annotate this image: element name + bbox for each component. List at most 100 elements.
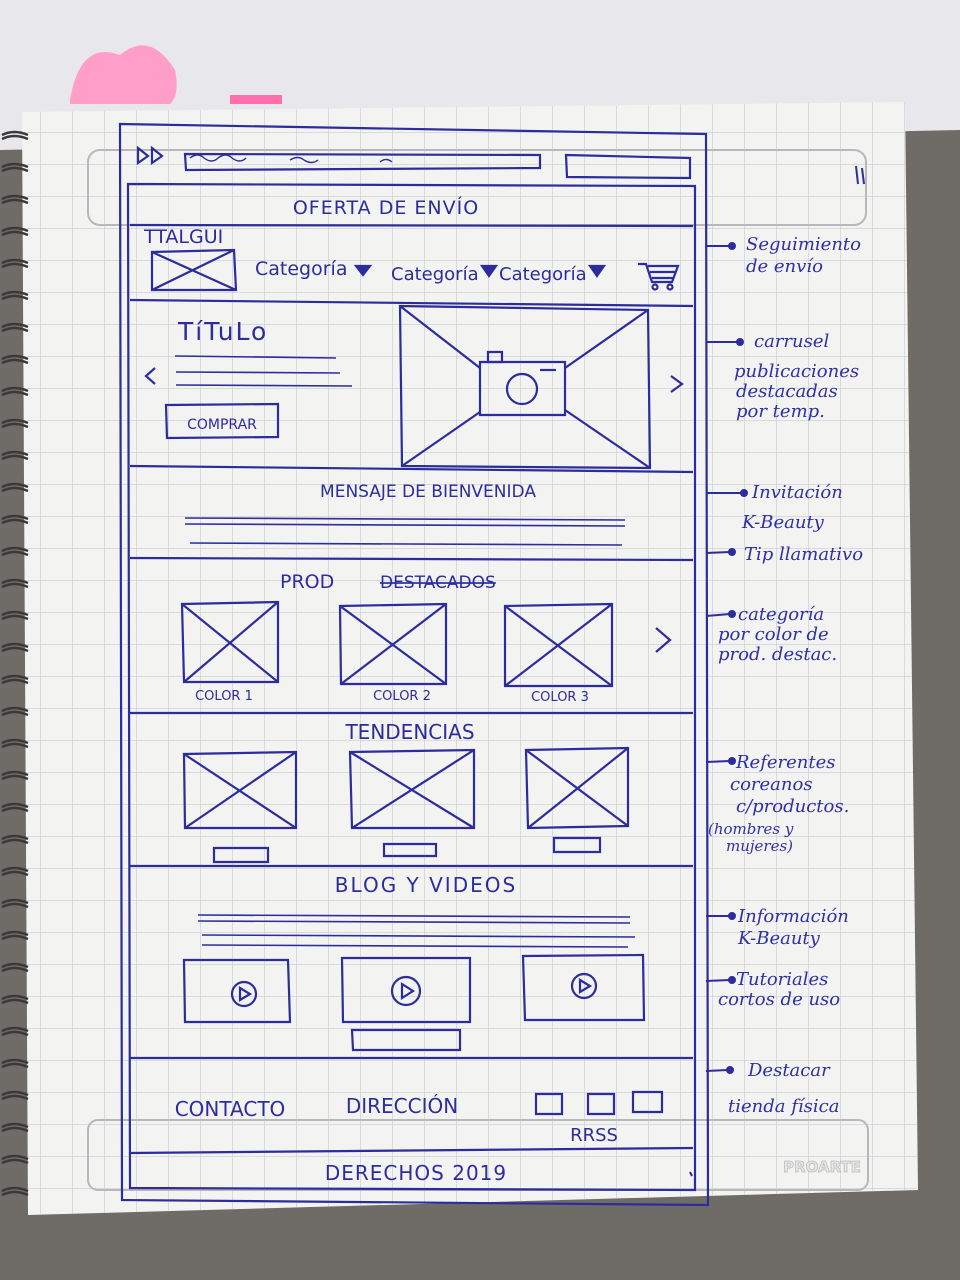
spiral-coil <box>1 706 29 717</box>
featured-heading: PROD <box>280 571 334 593</box>
logo-image-placeholder <box>150 248 238 292</box>
browser-search-box[interactable] <box>564 153 692 180</box>
buy-button-label[interactable]: COMPRAR <box>187 417 257 433</box>
video-2[interactable] <box>340 956 472 1052</box>
spiral-coil <box>1 514 29 525</box>
social-icon-3[interactable] <box>631 1090 664 1114</box>
spiral-coil <box>1 482 29 493</box>
corner-dot <box>689 1171 693 1177</box>
welcome-heading: MENSAJE DE BIENVENIDA <box>320 482 536 502</box>
corner-mark <box>855 165 865 185</box>
chevron-left-icon[interactable] <box>144 367 156 385</box>
annotation-5: categoría por color de prod. destac. <box>718 604 837 665</box>
annotation-9: Destacar tienda física <box>728 1060 839 1117</box>
spiral-coil <box>1 1122 29 1133</box>
spiral-coil <box>1 898 29 909</box>
dropdown-1-icon[interactable] <box>353 264 373 277</box>
featured-next-icon[interactable] <box>655 627 672 653</box>
footer-social-label: RRSS <box>570 1125 618 1146</box>
spiral-coil <box>1 610 29 621</box>
annotation-7: Información K-Beauty <box>737 906 855 949</box>
annotation-pointers <box>705 242 748 1074</box>
spiral-coil <box>1 258 29 269</box>
spiral-coil <box>1 290 29 301</box>
hero-image <box>398 304 652 470</box>
trend-item-3[interactable] <box>524 746 630 854</box>
featured-product-1[interactable] <box>180 600 280 684</box>
annotation-1: Seguimiento de envío <box>746 234 867 277</box>
blog-text-lines <box>197 914 636 948</box>
spiral-coil <box>1 930 29 941</box>
annotation-8: Tutoriales cortos de uso <box>718 969 840 1010</box>
footer-address[interactable]: DIRECCIÓN <box>346 1094 458 1118</box>
wireframe <box>118 122 710 1207</box>
annotation-4: Tip llamativo <box>744 544 863 565</box>
wireframe-outer <box>118 122 710 1207</box>
spiral-coil <box>1 1186 29 1197</box>
annotation-2: carrusel publicaciones destacadas por te… <box>734 331 865 422</box>
spiral-coil <box>1 1154 29 1165</box>
shipping-banner[interactable]: OFERTA DE ENVÍO <box>293 196 479 219</box>
footer-contact[interactable]: CONTACTO <box>175 1097 286 1121</box>
logo-text[interactable]: TTALGUI <box>143 226 223 248</box>
spiral-coil <box>1 642 29 653</box>
annotation-3: Invitación K-Beauty <box>741 482 849 533</box>
spiral-coil <box>1 994 29 1005</box>
trend-item-2[interactable] <box>348 748 476 858</box>
social-icon-2[interactable] <box>586 1092 616 1116</box>
spiral-coil <box>1 738 29 749</box>
spiral-coil <box>1 1026 29 1037</box>
video-1[interactable] <box>182 958 292 1024</box>
sticky-note <box>70 45 177 104</box>
spiral-coil <box>1 1058 29 1069</box>
buy-button[interactable] <box>164 402 280 440</box>
spiral-coil <box>1 674 29 685</box>
welcome-text-lines <box>184 517 626 546</box>
spiral-coil <box>1 834 29 845</box>
url-bar[interactable] <box>183 152 542 172</box>
nav-category-3[interactable]: Categoría <box>499 264 587 285</box>
nav-category-1[interactable]: Categoría <box>255 258 347 280</box>
camera-icon <box>478 350 567 417</box>
spiral-coil <box>1 162 29 173</box>
featured-heading-struck: DESTACADOS <box>380 573 496 593</box>
featured-label-2: COLOR 2 <box>373 689 431 704</box>
video-3[interactable] <box>521 953 646 1022</box>
spiral-coil <box>1 194 29 205</box>
featured-product-2[interactable] <box>338 602 448 686</box>
social-icon-1[interactable] <box>534 1092 564 1116</box>
hero-text-lines <box>174 355 353 387</box>
spiral-coil <box>1 354 29 365</box>
featured-product-3[interactable] <box>503 602 614 688</box>
brand-watermark: PROARTE <box>783 1158 861 1176</box>
spiral-coil <box>1 418 29 429</box>
spiral-coil <box>1 386 29 397</box>
wireframe-inner <box>126 182 697 1192</box>
spiral-coil <box>1 578 29 589</box>
dropdown-3-icon[interactable] <box>587 264 607 278</box>
spiral-coil <box>1 322 29 333</box>
dropdown-2-icon[interactable] <box>479 264 499 278</box>
trend-item-1[interactable] <box>182 750 298 864</box>
hero-title: TíTuLo <box>177 317 268 346</box>
spiral-coil <box>1 130 29 141</box>
nav-category-2[interactable]: Categoría <box>391 264 479 285</box>
featured-label-3: COLOR 3 <box>531 690 589 705</box>
spiral-binding <box>1 130 29 1197</box>
double-triangle-back-icon[interactable] <box>136 145 164 166</box>
trends-heading: TENDENCIAS <box>344 720 474 744</box>
spiral-coil <box>1 866 29 877</box>
spiral-coil <box>1 962 29 973</box>
url-scribble <box>189 154 393 164</box>
blog-heading: BLOG Y VIDEOS <box>335 873 517 897</box>
spiral-coil <box>1 802 29 813</box>
cart-icon[interactable] <box>638 262 680 291</box>
featured-label-1: COLOR 1 <box>195 689 253 704</box>
chevron-right-icon[interactable] <box>670 375 684 393</box>
annotation-6: Referentes coreanos c/productos. (hombre… <box>708 752 855 855</box>
spiral-coil <box>1 546 29 557</box>
spiral-coil <box>1 226 29 237</box>
sticky-tab <box>230 95 282 104</box>
